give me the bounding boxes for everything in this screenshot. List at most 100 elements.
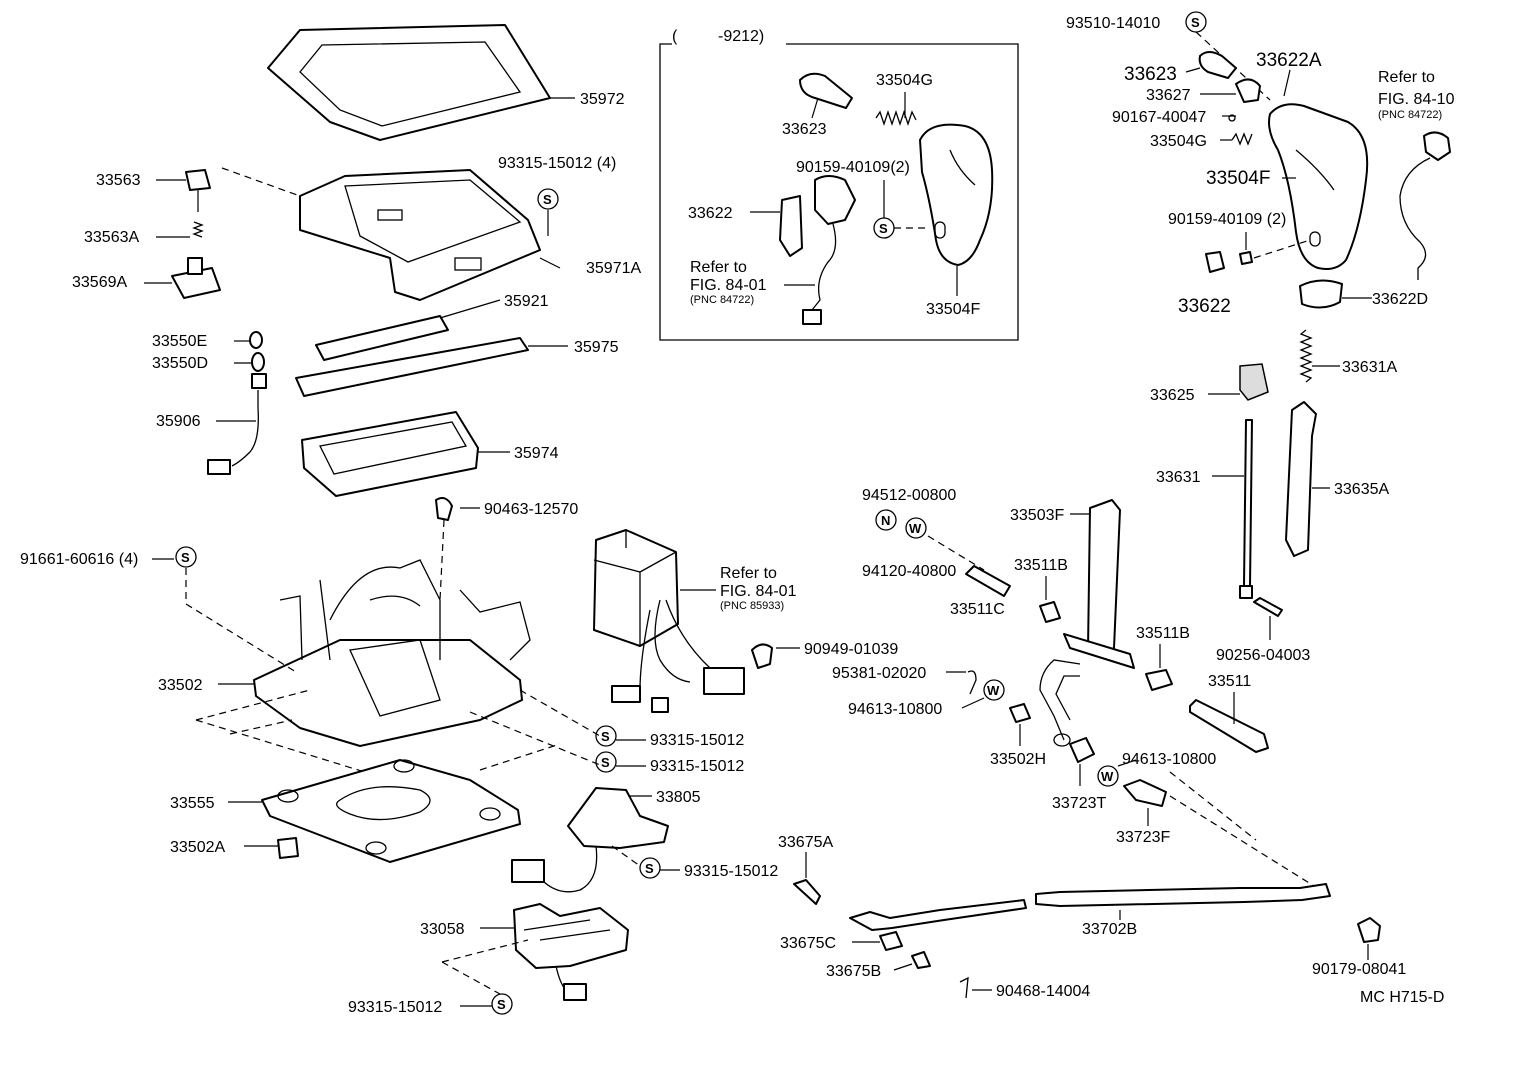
bolt-33511 (1189, 699, 1269, 753)
symbol-w-94512: W (909, 521, 922, 536)
rod-33631 (1243, 419, 1253, 587)
console-upper-parts: 35972 35971A 93315-15012 (4) S 33563 335… (72, 24, 641, 497)
bushing-33511B-a (1039, 601, 1061, 623)
label-pnc-85933: (PNC 85933) (720, 600, 784, 612)
detent-parts-right: 33625 33631A 33631 33635A 90256-04003 (1150, 329, 1397, 664)
housing-35971A (299, 169, 541, 301)
label-33511B-b: 33511B (1136, 625, 1190, 642)
label-90256-04003: 90256-04003 (1216, 647, 1310, 664)
label-90179-08041: 90179-08041 (1312, 961, 1406, 978)
label-90468-14004: 90468-14004 (996, 983, 1090, 1000)
label-33702B: 33702B (1082, 921, 1137, 938)
symbol-n-94512: N (881, 513, 890, 528)
label-33504G-right: 33504G (1150, 133, 1207, 150)
lever-33503F (1087, 499, 1121, 657)
label-33622-inset: 33622 (688, 205, 733, 222)
switch-33805 (567, 787, 669, 849)
symbol-w-94613-a: W (987, 683, 1000, 698)
label-33805: 33805 (656, 789, 701, 806)
center-linkage: 90949-01039 95381-02020 W 94613-10800 94… (751, 487, 1444, 1006)
bushing-33511B-b (1145, 669, 1173, 691)
label-refer-to-8410: Refer to (1378, 69, 1435, 86)
label-33723F: 33723F (1116, 829, 1170, 846)
symbol-w-94613-b: W (1101, 769, 1114, 784)
label-91661-60616-4: 91661-60616 (4) (20, 551, 138, 568)
label-94120-40800: 94120-40800 (862, 563, 956, 580)
label-33623-inset: 33623 (782, 121, 827, 138)
label-33622-right: 33622 (1178, 296, 1231, 317)
label-93315-15012-b: 93315-15012 (650, 758, 744, 775)
shift-bracket-33502 (253, 639, 523, 747)
label-33511C: 33511C (950, 601, 1005, 618)
label-94512-00800: 94512-00800 (862, 487, 956, 504)
symbol-s-93315-d: S (497, 997, 506, 1012)
label-33555: 33555 (170, 795, 215, 812)
label-33504F-inset: 33504F (926, 301, 980, 318)
label-33631A: 33631A (1342, 359, 1397, 376)
inset-date-range: -9212) (718, 28, 764, 45)
collar-33622D (1299, 279, 1343, 309)
bushing-33675C (879, 931, 903, 951)
label-93315-15012-a: 93315-15012 (650, 732, 744, 749)
label-33503F: 33503F (1010, 507, 1064, 524)
ecu-box (593, 529, 679, 647)
rod-33702B (849, 899, 1027, 931)
label-93510-14010: 93510-14010 (1066, 15, 1160, 32)
label-93315-15012-c: 93315-15012 (684, 863, 778, 880)
nut-90949-01039 (751, 643, 773, 669)
symbol-s-35971: S (543, 192, 552, 207)
plate-33555 (261, 759, 521, 863)
label-fig-8401-inset: FIG. 84-01 (690, 277, 767, 294)
symbol-s-93315-a: S (601, 729, 610, 744)
switch-inset (814, 175, 856, 225)
label-90949-01039: 90949-01039 (804, 641, 898, 658)
label-33631: 33631 (1156, 469, 1201, 486)
clip-95381-02020 (967, 670, 977, 695)
bushing-33723T (1069, 737, 1095, 763)
label-90167-40047: 90167-40047 (1112, 109, 1206, 126)
label-93315-15012-4: 93315-15012 (4) (498, 155, 616, 172)
button-33623-right (1198, 51, 1237, 79)
ecu-module: Refer to FIG. 84-01 (PNC 85933) (593, 529, 797, 713)
label-33502H: 33502H (990, 751, 1046, 768)
spacer-33627 (1235, 78, 1261, 103)
label-33511: 33511 (1208, 673, 1251, 690)
label-pnc-84722-inset: (PNC 84722) (690, 294, 754, 306)
indicator-plate-35921 (315, 315, 449, 361)
label-33504F-right: 33504F (1206, 168, 1270, 189)
symbol-s-93315-c: S (645, 861, 654, 876)
label-33675C: 33675C (780, 935, 836, 952)
guide-33635A (1285, 401, 1317, 557)
label-35974: 35974 (514, 445, 559, 462)
knob-tab-inset (779, 195, 803, 257)
switch-ref-8410 (1423, 131, 1451, 161)
label-33622D: 33622D (1372, 291, 1428, 308)
label-33627: 33627 (1146, 87, 1191, 104)
console-lower-parts: 90463-12570 33502 91661-60616 (4) S S 93… (20, 497, 778, 1016)
label-93315-15012-d: 93315-15012 (348, 999, 442, 1016)
label-fig-8401-ecu: FIG. 84-01 (720, 583, 797, 600)
label-90159-40109-right: 90159-40109 (2) (1168, 211, 1286, 228)
label-90159-inset: 90159-40109(2) (796, 159, 910, 176)
label-33502A: 33502A (170, 839, 225, 856)
label-33622A: 33622A (1256, 50, 1322, 71)
label-33550E: 33550E (152, 333, 207, 350)
symbol-s-93315-b: S (601, 755, 610, 770)
inset-open-paren: ( (672, 28, 678, 45)
pin-90468-14004 (959, 976, 969, 999)
label-33723T: 33723T (1052, 795, 1106, 812)
label-33623-right: 33623 (1124, 64, 1177, 85)
bushing-33675B (911, 951, 931, 969)
label-33502: 33502 (158, 677, 203, 694)
label-33058: 33058 (420, 921, 465, 938)
label-35975: 35975 (574, 339, 619, 356)
label-35921: 35921 (504, 293, 549, 310)
pin-33511C (965, 565, 1011, 597)
bolt-33675A (793, 879, 821, 905)
clip-90463-12570 (435, 497, 453, 521)
nut-90179-08041 (1357, 917, 1381, 943)
knob-assembly-right: 93510-14010 S 33623 33627 90167-40047 33… (1066, 11, 1455, 317)
label-94613-10800-b: 94613-10800 (1122, 751, 1216, 768)
inset-box: ( -9212) 33504G 33623 90159-40109(2) S 3… (659, 28, 1019, 341)
label-33511B-a: 33511B (1014, 557, 1068, 574)
